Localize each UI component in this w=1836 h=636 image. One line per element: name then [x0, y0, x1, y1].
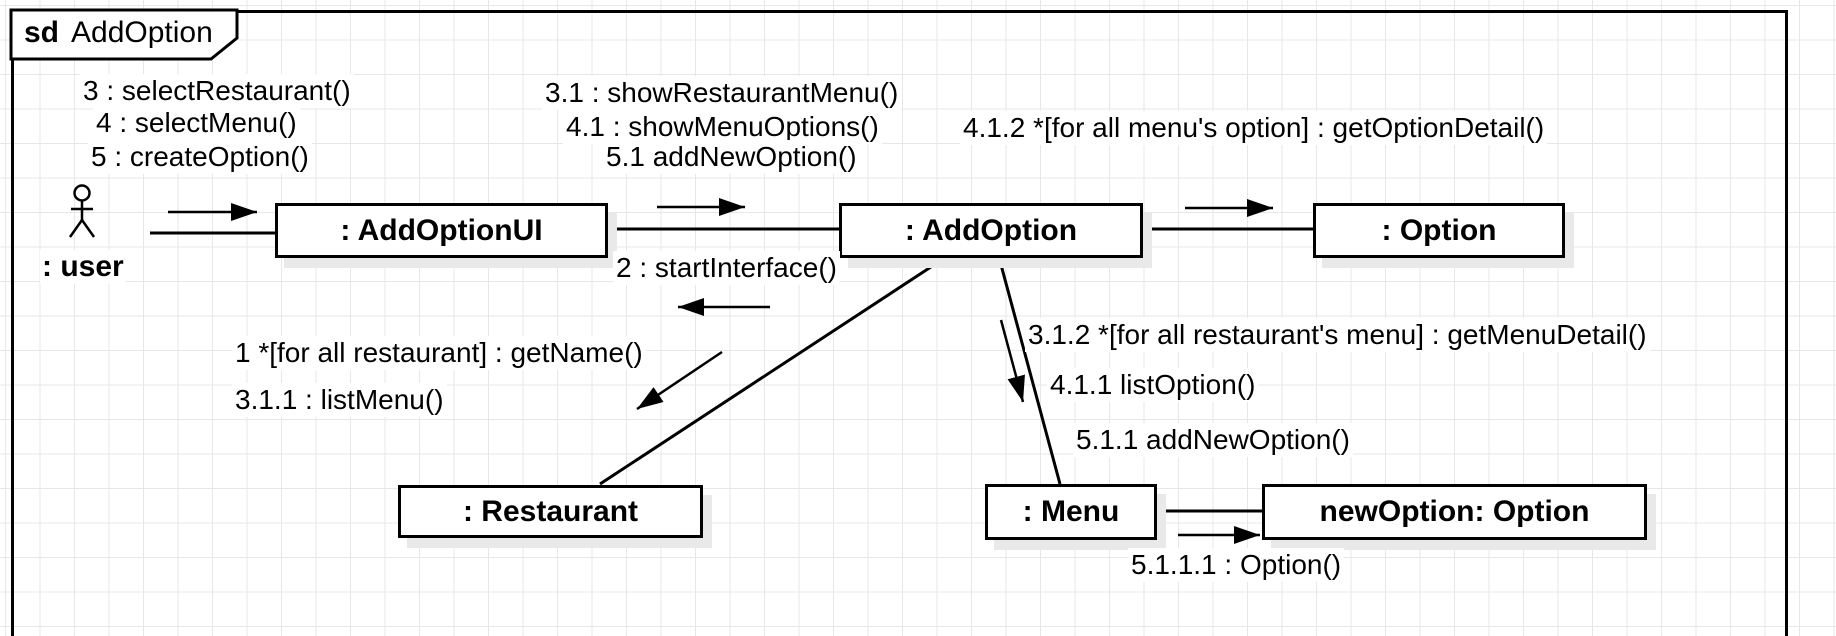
message-label-4-1-1: 4.1.1 listOption() [1047, 368, 1259, 402]
actor-label: : user [40, 250, 126, 284]
object-label: : Option [1381, 213, 1497, 247]
link-addoption-menu [998, 260, 1062, 485]
user-actor-icon [68, 184, 96, 238]
object-box-newoption: newOption: Option [1262, 484, 1647, 540]
message-label-1: 1 *[for all restaurant] : getName() [232, 336, 646, 370]
object-box-restaurant: : Restaurant [398, 485, 703, 538]
links [150, 227, 1313, 513]
object-box-option: : Option [1313, 203, 1565, 258]
message-label-5-1: 5.1 addNewOption() [603, 140, 860, 174]
object-label: : AddOptionUI [340, 213, 543, 247]
frame-keyword: sd [24, 16, 60, 49]
object-box-addoption: : AddOption [839, 203, 1143, 258]
object-label: : Menu [1022, 495, 1120, 528]
object-label: : AddOption [904, 213, 1078, 247]
object-label: : Restaurant [462, 494, 639, 528]
message-label-3-1-2: 3.1.2 *[for all restaurant's menu] : get… [1025, 318, 1650, 352]
actor-leg-right [80, 219, 96, 238]
frame-name: AddOption [71, 16, 213, 49]
message-label-4-1-2: 4.1.2 *[for all menu's option] : getOpti… [960, 111, 1548, 145]
message-label-5-1-1-1: 5.1.1.1 : Option() [1128, 548, 1345, 582]
message-label-2: 2 : startInterface() [613, 251, 840, 285]
object-box-menu: : Menu [985, 484, 1157, 540]
frame-title-tab [9, 8, 239, 61]
arrow-addoption-to-restaurant [636, 350, 723, 411]
message-direction-arrows [168, 198, 1273, 544]
message-label-4: 4 : selectMenu() [93, 106, 300, 140]
arrow-addoption-to-menu [999, 319, 1025, 403]
link-addoption-restaurant [599, 259, 941, 486]
message-label-4-1: 4.1 : showMenuOptions() [563, 110, 882, 144]
message-label-3: 3 : selectRestaurant() [80, 74, 354, 108]
interaction-frame [9, 8, 1788, 636]
frame-title: sd AddOption [24, 16, 213, 50]
message-label-3-1: 3.1 : showRestaurantMenu() [542, 76, 902, 110]
object-box-addoptionui: : AddOptionUI [275, 203, 608, 258]
actor-head [73, 184, 91, 202]
message-label-5: 5 : createOption() [88, 140, 312, 174]
object-label: newOption: Option [1319, 495, 1590, 528]
message-label-5-1-1: 5.1.1 addNewOption() [1073, 423, 1353, 457]
message-label-3-1-1: 3.1.1 : listMenu() [232, 383, 447, 417]
actor-leg-left [68, 219, 84, 238]
